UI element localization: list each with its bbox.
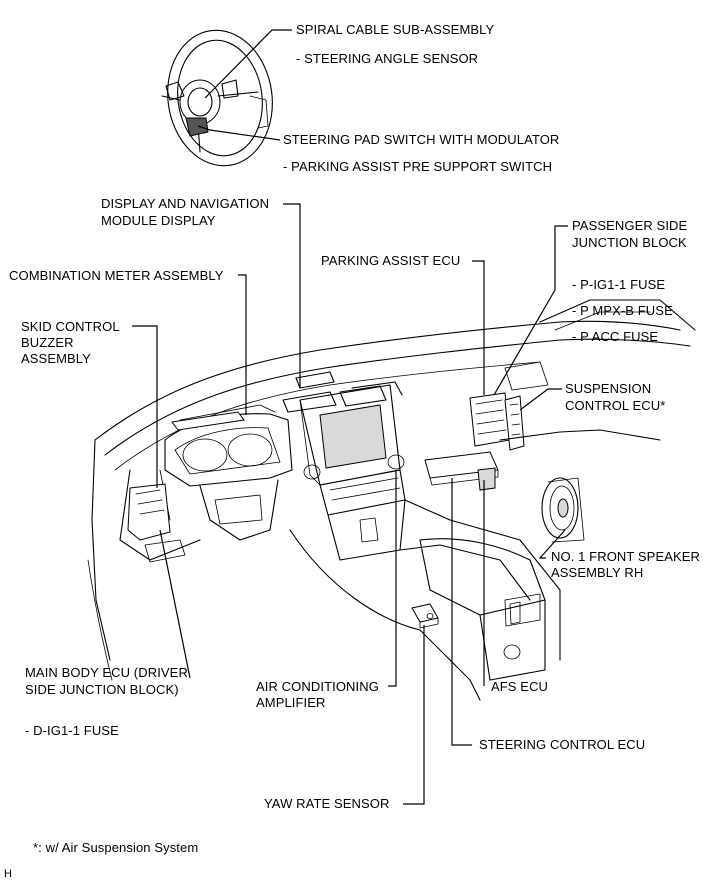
label-p-ig1-1-fuse: - P-IG1-1 FUSE (572, 277, 666, 292)
label-skid-control-line2: BUZZER (21, 335, 74, 350)
dashboard-illustration (87, 299, 696, 701)
label-p-mpx-b-fuse: - P MPX-B FUSE (572, 303, 673, 318)
label-skid-control-line3: ASSEMBLY (21, 351, 91, 366)
label-parking-assist-ecu: PARKING ASSIST ECU (321, 253, 461, 268)
label-steering-control-ecu: STEERING CONTROL ECU (479, 737, 646, 752)
label-spiral-cable: SPIRAL CABLE SUB-ASSEMBLY (296, 22, 495, 37)
label-skid-control-line1: SKID CONTROL (21, 319, 120, 334)
label-display-nav-line1: DISPLAY AND NAVIGATION (101, 196, 270, 211)
corner-mark: H (4, 868, 13, 880)
label-steering-angle-sensor: - STEERING ANGLE SENSOR (296, 51, 479, 66)
label-p-acc-fuse: - P ACC FUSE (572, 329, 659, 344)
steering-wheel-illustration (161, 29, 273, 167)
label-main-body-ecu-line2: SIDE JUNCTION BLOCK) (25, 682, 179, 697)
label-steering-pad-switch: STEERING PAD SWITCH WITH MODULATOR (283, 132, 560, 147)
label-d-ig1-1-fuse: - D-IG1-1 FUSE (25, 723, 119, 738)
label-front-speaker-line2: ASSEMBLY RH (551, 565, 644, 580)
label-combination-meter: COMBINATION METER ASSEMBLY (9, 268, 224, 283)
label-front-speaker-line1: NO. 1 FRONT SPEAKER (551, 549, 701, 564)
footnote: *: w/ Air Suspension System (33, 840, 199, 855)
label-display-nav-line2: MODULE DISPLAY (101, 213, 216, 228)
label-suspension-ecu-line2: CONTROL ECU* (565, 398, 666, 413)
label-passenger-jb-line2: JUNCTION BLOCK (572, 235, 687, 250)
label-parking-assist-pre-support-switch: - PARKING ASSIST PRE SUPPORT SWITCH (283, 159, 553, 174)
label-passenger-jb-line1: PASSENGER SIDE (572, 218, 688, 233)
label-yaw-rate-sensor: YAW RATE SENSOR (264, 796, 390, 811)
label-air-conditioning-line1: AIR CONDITIONING (256, 679, 379, 694)
leader-lines (132, 29, 568, 805)
label-main-body-ecu-line1: MAIN BODY ECU (DRIVER (25, 665, 188, 680)
label-air-conditioning-line2: AMPLIFIER (256, 695, 326, 710)
label-suspension-ecu-line1: SUSPENSION (565, 381, 652, 396)
label-afs-ecu: AFS ECU (491, 679, 549, 694)
